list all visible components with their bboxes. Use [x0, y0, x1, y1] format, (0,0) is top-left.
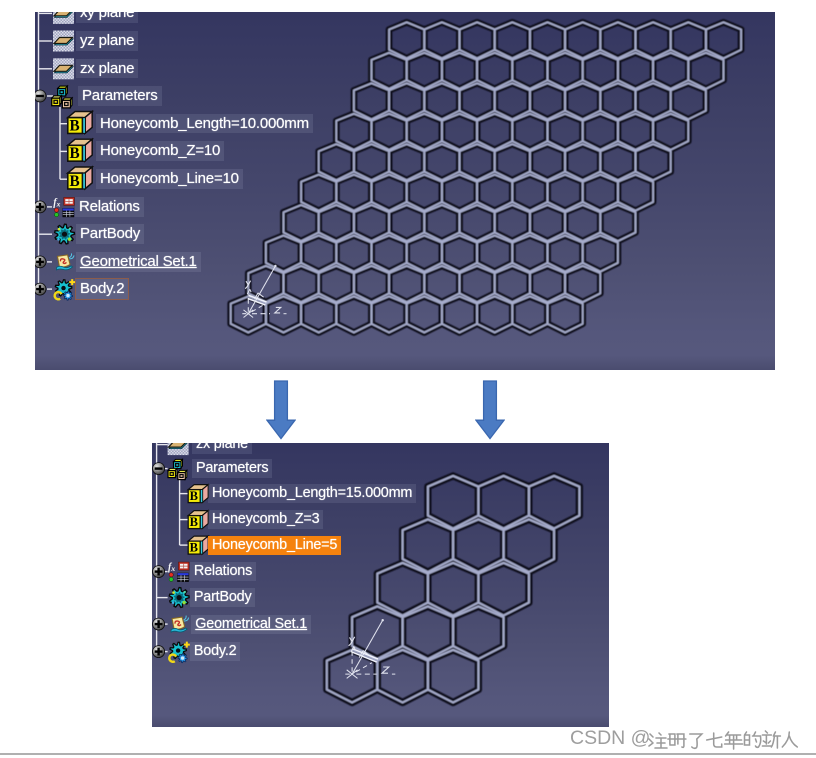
- svg-text:fx: fx: [53, 197, 60, 208]
- svg-text:B: B: [190, 541, 198, 555]
- svg-text:B: B: [190, 515, 198, 529]
- svg-text:B: B: [70, 145, 80, 162]
- svg-text:B: B: [70, 173, 80, 190]
- svg-text:fx: fx: [168, 562, 175, 573]
- svg-text:B: B: [190, 489, 198, 503]
- svg-text:B: B: [70, 117, 80, 134]
